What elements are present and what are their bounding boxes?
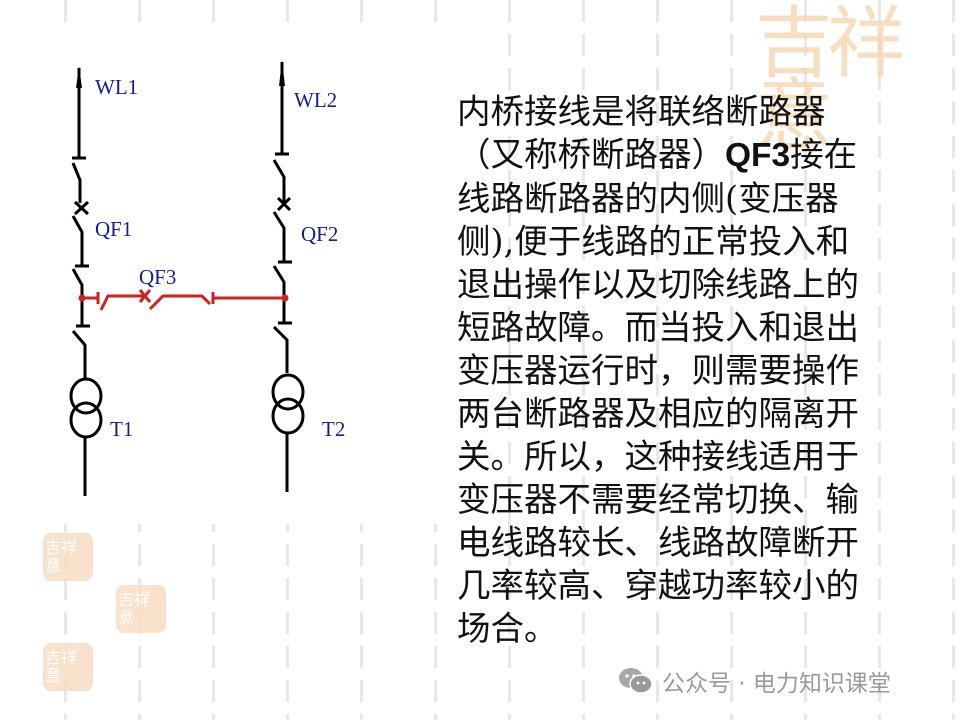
arrow-up-icon [76, 66, 82, 88]
description-line: 变压器不需要经常切换、输 [457, 480, 859, 519]
description-line: 退出操作以及切除线路上的 [457, 265, 859, 304]
bridge-qf3 [78, 289, 289, 311]
wechat-icon [619, 668, 653, 694]
label-qf2: QF2 [301, 222, 338, 246]
description-line: 场合。 [457, 609, 558, 648]
line-text: （又称桥断路器） [457, 135, 725, 174]
description-line: （又称桥断路器）QF3接在 [457, 133, 927, 177]
description-line: 侧),便于线路的正常投入和 [457, 222, 850, 261]
arrow-up-icon [279, 60, 285, 86]
qf3-bold: QF3 [725, 137, 791, 174]
description-line: 内桥接线是将联络断路器 [457, 92, 826, 131]
description-line: 线路断路器的内侧(变压器 [457, 179, 839, 218]
label-wl1: WL1 [95, 75, 138, 99]
description-line: 两台断路器及相应的隔离开 [457, 394, 859, 433]
watermark-seal-small: 吉祥意 [116, 585, 166, 633]
seal-text: 吉祥意 [118, 590, 151, 627]
feeder-right [271, 60, 305, 492]
description-line: 电线路较长、线路故障断开 [457, 523, 859, 562]
label-wl2: WL2 [294, 88, 337, 112]
line-text: 接在 [790, 135, 858, 174]
watermark-seal-large: 吉祥意 [745, 0, 960, 185]
seal-text: 吉祥意 [45, 538, 78, 575]
description-line: 变压器运行时，则需要操作 [457, 351, 859, 390]
feeder-left [69, 66, 103, 496]
description-line: 关。所以，这种接线适用于 [457, 437, 859, 476]
label-qf3: QF3 [139, 265, 176, 289]
seal-text: 吉祥意 [45, 648, 78, 685]
diagram-panel [60, 34, 438, 524]
description-line: 短路故障。而当投入和退出 [457, 308, 859, 347]
description-line: 几率较高、穿越功率较小的 [457, 566, 859, 605]
label-t2: T2 [322, 417, 345, 441]
label-qf1: QF1 [95, 217, 132, 241]
watermark-seal-small: 吉祥意 [43, 533, 93, 581]
seal-text: 吉祥意 [755, 0, 905, 161]
source-watermark: 公众号 · 电力知识课堂 [618, 664, 891, 698]
footer-text: 公众号 · 电力知识课堂 [662, 671, 891, 697]
label-t1: T1 [110, 417, 133, 441]
watermark-seal-small: 吉祥意 [43, 643, 93, 691]
description-text: 内桥接线是将联络断路器（又称桥断路器）QF3接在线路断路器的内侧(变压器侧),便… [457, 90, 927, 650]
